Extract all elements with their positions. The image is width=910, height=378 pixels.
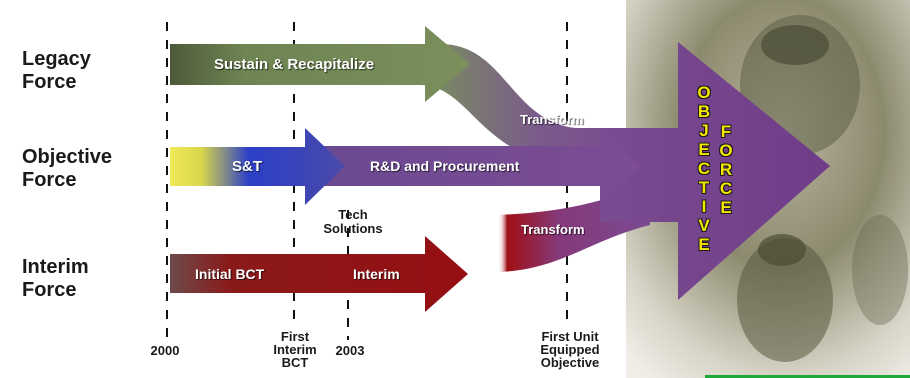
interim-force-label-line1: Interim bbox=[22, 256, 89, 278]
soldier-silhouette-bottom bbox=[737, 238, 833, 362]
objective-letter: T bbox=[698, 178, 710, 197]
legacy-bend-band bbox=[420, 44, 640, 165]
legacy-force-label-line1: Legacy bbox=[22, 48, 91, 70]
rd-procurement-arrow bbox=[318, 128, 640, 204]
year-2003-label: 2003 bbox=[335, 343, 365, 358]
interim-force-label-line2: Force bbox=[22, 279, 77, 301]
force-letter: F bbox=[720, 122, 732, 141]
first-interim-bct-label: First Interim BCT bbox=[250, 330, 340, 369]
objective-force-big-arrow bbox=[600, 42, 830, 300]
photo-green-accent-line bbox=[705, 375, 910, 378]
rd-procurement-label: R&D and Procurement bbox=[370, 158, 520, 174]
legacy-force-label-line2: Force bbox=[22, 71, 77, 93]
sustain-recapitalize-label: Sustain & Recapitalize bbox=[214, 56, 375, 73]
first-unit-equipped-label: First Unit Equipped Objective bbox=[520, 330, 620, 369]
objective-force-label-line1: Objective bbox=[22, 146, 113, 168]
st-label: S&T bbox=[232, 158, 262, 175]
interim-force-label: Interim Force bbox=[22, 256, 89, 302]
force-letter: C bbox=[719, 179, 733, 198]
st-arrow bbox=[170, 128, 345, 205]
soldier-silhouette-right bbox=[852, 215, 908, 325]
force-vertical-text: F O R C E bbox=[714, 122, 738, 217]
objective-letter: I bbox=[701, 197, 707, 216]
transform-bottom-label: Transform bbox=[521, 222, 585, 237]
objective-vertical-text: O B J E C T I V E bbox=[692, 83, 716, 254]
first-interim-bct-line1: First bbox=[280, 329, 310, 344]
objective-letter: O bbox=[697, 83, 711, 102]
force-letter: R bbox=[719, 160, 733, 179]
legacy-force-label: Legacy Force bbox=[22, 48, 91, 94]
objective-letter: C bbox=[697, 159, 711, 178]
force-letter: O bbox=[719, 141, 733, 160]
transform-top-label: Transform bbox=[520, 112, 584, 127]
first-interim-bct-line3: BCT bbox=[281, 355, 309, 370]
first-unit-line3: Objective bbox=[540, 355, 600, 370]
force-letter: E bbox=[720, 198, 732, 217]
objective-letter: E bbox=[698, 235, 710, 254]
first-interim-bct-line2: Interim bbox=[273, 342, 317, 357]
objective-letter: J bbox=[699, 121, 709, 140]
objective-letter: B bbox=[697, 102, 711, 121]
tech-solutions-line2: Solutions bbox=[323, 221, 383, 236]
legacy-arrow bbox=[170, 26, 470, 102]
initial-bct-label: Initial BCT bbox=[195, 266, 265, 282]
tech-solutions-line1: Tech bbox=[338, 207, 368, 222]
interim-arrow bbox=[170, 236, 468, 312]
year-2000-label: 2000 bbox=[150, 343, 180, 358]
objective-letter: E bbox=[698, 140, 710, 159]
first-unit-line1: First Unit bbox=[541, 329, 599, 344]
objective-force-label: Objective Force bbox=[22, 146, 112, 192]
objective-force-label-line2: Force bbox=[22, 169, 77, 191]
helmet-top bbox=[761, 25, 829, 65]
objective-letter: V bbox=[698, 216, 710, 235]
interim-arrow-label: Interim bbox=[353, 266, 400, 282]
helmet-bottom bbox=[758, 234, 806, 266]
tech-solutions-label: Tech Solutions bbox=[310, 208, 396, 236]
first-unit-line2: Equipped bbox=[540, 342, 600, 357]
